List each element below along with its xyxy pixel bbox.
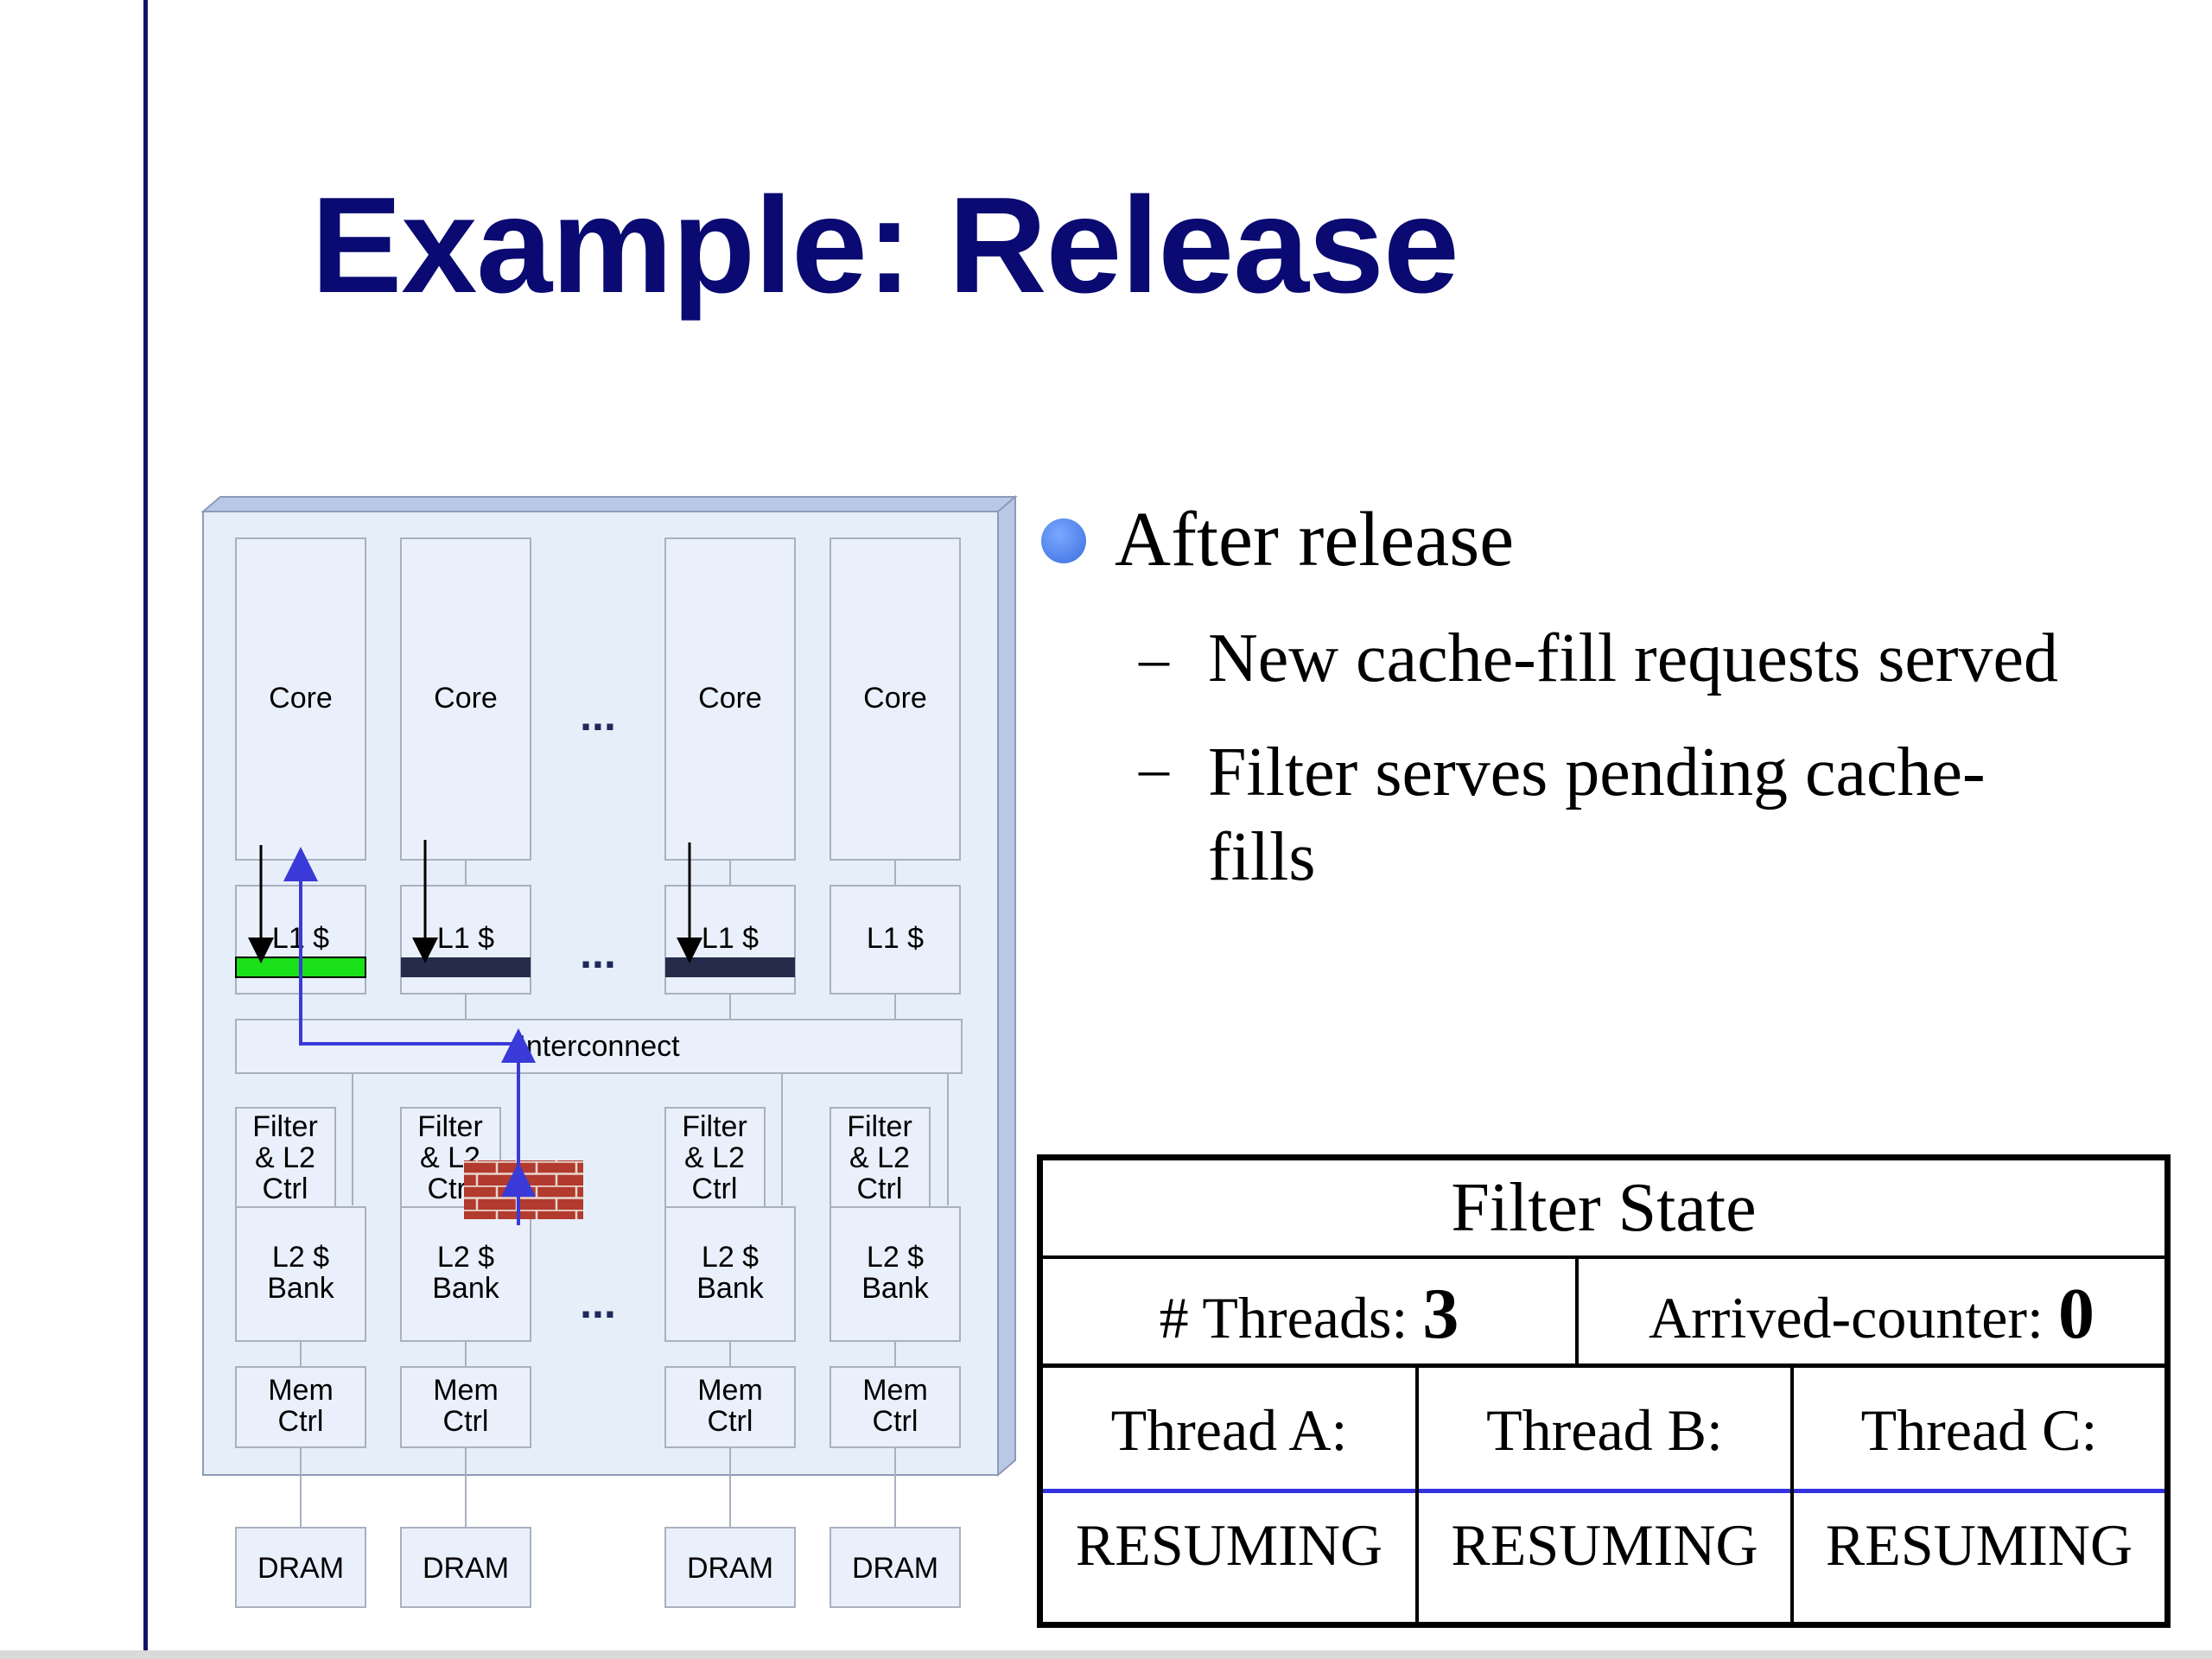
filter-state-title: Filter State (1451, 1170, 1757, 1246)
thread-b-state: RESUMING (1451, 1512, 1758, 1578)
dram-block (235, 1527, 366, 1608)
dram-block (830, 1527, 961, 1608)
filter-l2-ctrl-label: & L2 (849, 1141, 910, 1174)
filter-l2-ctrl-label: Filter (417, 1110, 483, 1143)
core-label: Core (863, 682, 927, 715)
l2-bank-label: L2 $ (437, 1241, 494, 1274)
filter-state-table: Filter State # Threads: 3 Arrived-counte… (1037, 1154, 2171, 1628)
core-label: Core (698, 682, 762, 715)
l2-bank-label: Bank (432, 1272, 499, 1305)
l2-bank-label: L2 $ (702, 1241, 759, 1274)
filter-l2-ctrl-block (830, 1107, 931, 1210)
l1-cache-label: L1 $ (702, 922, 759, 955)
thread-a-column: Thread A: RESUMING (1043, 1368, 1419, 1623)
interconnect-block (235, 1019, 963, 1074)
request-arrows (248, 840, 702, 963)
brick-wall-icon (464, 1160, 583, 1219)
core-label: Core (269, 682, 333, 715)
core-block (400, 537, 531, 861)
mem-ctrl-label: Mem (697, 1374, 763, 1407)
bullet-sub-2: Filter serves pending cache-fills (1208, 734, 1986, 895)
mem-ctrl-label: Ctrl (873, 1405, 918, 1438)
thread-c-state: RESUMING (1825, 1512, 2133, 1578)
l2-bank-block (400, 1206, 531, 1342)
l2-bank-label: Bank (267, 1272, 334, 1305)
ellipsis-icon: ... (580, 1279, 616, 1327)
threads-count-cell: # Threads: 3 (1043, 1259, 1579, 1363)
l1-cache-label: L1 $ (867, 922, 924, 955)
l2-bank-label: L2 $ (272, 1241, 329, 1274)
filter-counters-row: # Threads: 3 Arrived-counter: 0 (1043, 1255, 2164, 1368)
threads-count-label: # Threads: (1159, 1285, 1408, 1351)
bullet-dot-icon (1041, 518, 1086, 563)
dram-label: DRAM (257, 1552, 344, 1585)
l2-bank-block (664, 1206, 796, 1342)
thread-c-name: Thread C: (1794, 1368, 2164, 1493)
mem-ctrl-block (664, 1366, 796, 1448)
dram-label: DRAM (687, 1552, 773, 1585)
threads-count-value: 3 (1422, 1274, 1459, 1354)
cache-fill-path-arrow (283, 847, 520, 1221)
dram-label: DRAM (852, 1552, 938, 1585)
bullet-sub-1: New cache-fill requests served (1208, 620, 2058, 696)
filter-l2-ctrl-label: & L2 (255, 1141, 315, 1174)
ellipsis-icon: ... (580, 929, 616, 977)
ellipsis-icon: ... (580, 691, 616, 740)
filter-l2-ctrl-block (235, 1107, 336, 1210)
slide-bottom-strip (0, 1650, 2212, 1659)
l1-cache-label: L1 $ (437, 922, 494, 955)
filter-l2-ctrl-label: Filter (682, 1110, 747, 1143)
filter-l2-ctrl-block (664, 1107, 766, 1210)
arrived-counter-cell: Arrived-counter: 0 (1579, 1259, 2164, 1363)
mem-ctrl-label: Ctrl (708, 1405, 753, 1438)
core-label: Core (434, 682, 498, 715)
arrived-counter-label: Arrived-counter: (1649, 1285, 2044, 1351)
slide-left-rule (143, 0, 148, 1659)
mem-ctrl-block (235, 1366, 366, 1448)
l2-bank-block (830, 1206, 961, 1342)
core-block (830, 537, 961, 861)
interconnect-label: Interconnect (518, 1030, 680, 1063)
mem-ctrl-block (830, 1366, 961, 1448)
thread-b-column: Thread B: RESUMING (1419, 1368, 1794, 1623)
mem-ctrl-label: Ctrl (278, 1405, 324, 1438)
l2-bank-label: Bank (696, 1272, 764, 1305)
filter-l2-ctrl-label: & L2 (684, 1141, 745, 1174)
filter-l2-ctrl-block (400, 1107, 501, 1210)
l2-bank-block (235, 1206, 366, 1342)
arrived-counter-value: 0 (2057, 1274, 2094, 1354)
mem-ctrl-label: Mem (433, 1374, 499, 1407)
dram-label: DRAM (423, 1552, 509, 1585)
dash-icon: – (1139, 735, 1169, 802)
thread-a-name: Thread A: (1043, 1368, 1415, 1493)
filter-l2-ctrl-label: Ctrl (857, 1173, 903, 1205)
dram-block (400, 1527, 531, 1608)
l2-bank-label: L2 $ (867, 1241, 924, 1274)
dash-icon: – (1139, 626, 1169, 692)
filter-l2-ctrl-label: Filter (252, 1110, 318, 1143)
l2-bank-label: Bank (861, 1272, 929, 1305)
thread-b-name: Thread B: (1419, 1368, 1790, 1493)
mem-ctrl-label: Mem (268, 1374, 334, 1407)
core-block (235, 537, 366, 861)
mem-ctrl-label: Ctrl (443, 1405, 489, 1438)
mem-ctrl-block (400, 1366, 531, 1448)
slide-title: Example: Release (311, 169, 1459, 321)
l1-cache-block (830, 885, 961, 995)
dram-block (664, 1527, 796, 1608)
thread-c-column: Thread C: RESUMING (1794, 1368, 2164, 1623)
filter-l2-ctrl-label: Ctrl (263, 1173, 308, 1205)
mem-ctrl-label: Mem (862, 1374, 928, 1407)
core-block (664, 537, 796, 861)
bullet-main: After release (1115, 497, 1515, 582)
filter-l2-ctrl-label: Ctrl (692, 1173, 738, 1205)
thread-a-state: RESUMING (1075, 1512, 1383, 1578)
blocked-l1-bar (665, 957, 795, 977)
blocked-l1-bar (401, 957, 531, 977)
filter-l2-ctrl-label: Filter (847, 1110, 912, 1143)
